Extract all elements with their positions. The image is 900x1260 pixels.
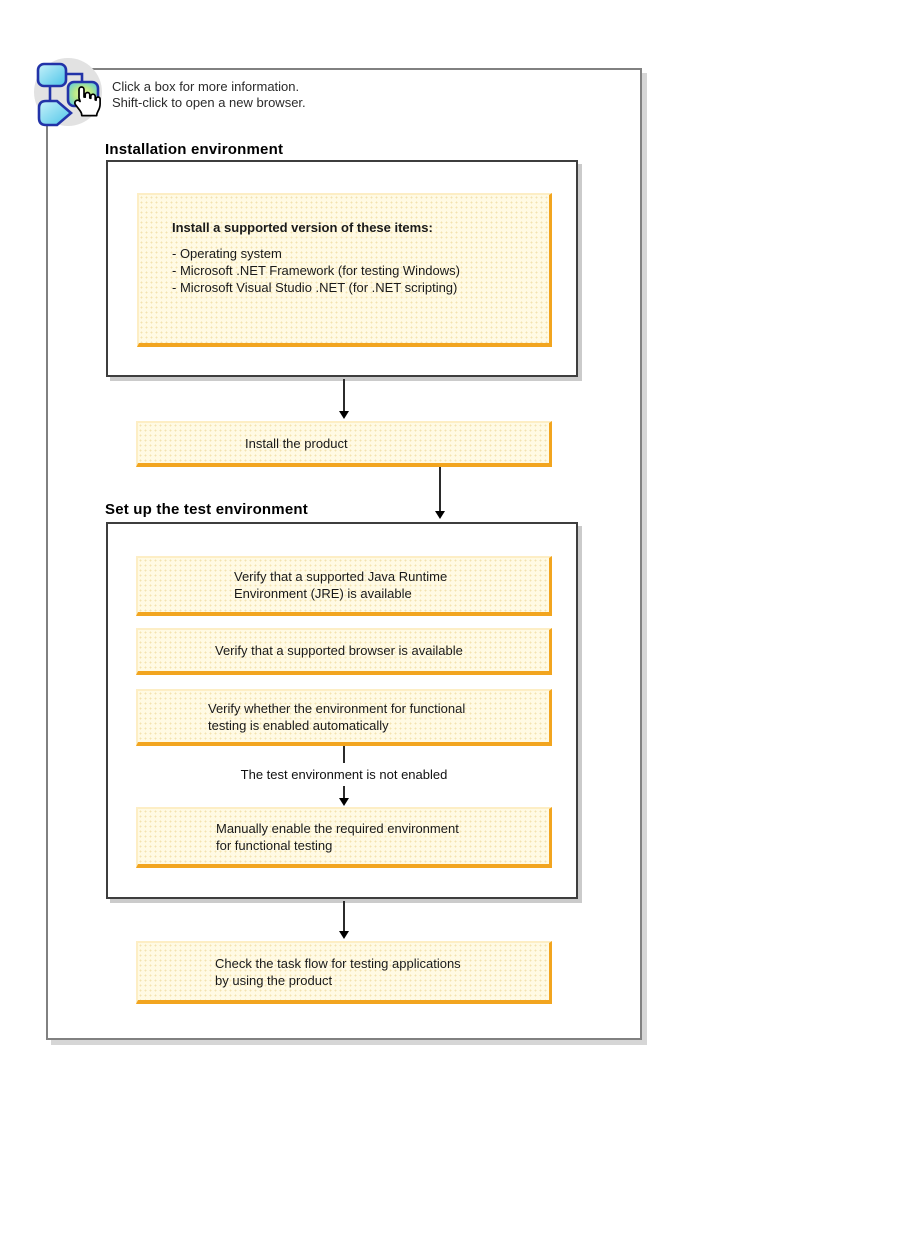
node-verify-browser[interactable]: Verify that a supported browser is avail… (136, 628, 552, 675)
icon-box-arrow (37, 99, 73, 127)
icon-connector-elbow (66, 72, 84, 83)
arrowhead-icon (435, 511, 445, 519)
node-install-product[interactable]: Install the product (136, 421, 552, 467)
node-install-prerequisites[interactable]: Install a supported version of these ite… (137, 193, 552, 347)
node-label-line: Verify that a supported Java Runtime (234, 569, 448, 584)
node-label-line: Verify whether the environment for funct… (208, 700, 466, 716)
connector-line-install-to-setup (439, 467, 441, 512)
connector-line-condition-bottom (343, 786, 345, 799)
intro-line-2: Shift-click to open a new browser. (112, 95, 306, 110)
intro-line-1: Click a box for more information. (112, 79, 300, 94)
node-label-line: for functional testing (216, 837, 333, 853)
node-verify-enablement[interactable]: Verify whether the environment for funct… (136, 689, 552, 746)
connector-line-setup-to-check (343, 901, 345, 932)
condition-label-not-enabled: The test environment is not enabled (240, 767, 448, 782)
node-label-line: Manually enable the required environment (216, 820, 459, 836)
node-label-line: Environment (JRE) is available (234, 586, 412, 601)
hand-cursor-icon (73, 86, 101, 117)
clickable-taskflow-hand-icon (34, 58, 102, 127)
node-check-taskflow[interactable]: Check the task flow for testing applicat… (136, 941, 552, 1004)
section-title-setup: Set up the test environment (105, 501, 308, 518)
arrowhead-icon (339, 798, 349, 806)
section-title-installation: Installation environment (105, 141, 284, 158)
prerequisites-title: Install a supported version of these ite… (172, 220, 433, 235)
prerequisite-item: - Operating system (172, 246, 282, 261)
prerequisite-item: - Microsoft .NET Framework (for testing … (172, 263, 460, 278)
node-label-line: Check the task flow for testing applicat… (215, 955, 461, 971)
node-label: Verify that a supported browser is avail… (215, 643, 463, 658)
icon-box-top (36, 62, 68, 88)
node-label-line: by using the product (215, 972, 333, 988)
node-manual-enable[interactable]: Manually enable the required environment… (136, 807, 552, 868)
intro-instructions: Click a box for more information. Shift-… (112, 79, 306, 111)
arrowhead-icon (339, 411, 349, 419)
connector-line-prereq-to-install (343, 379, 345, 412)
connector-line-condition-top (343, 746, 345, 763)
node-label-line: testing is enabled automatically (208, 717, 389, 733)
arrowhead-icon (339, 931, 349, 939)
prerequisite-item: - Microsoft Visual Studio .NET (for .NET… (172, 280, 458, 295)
node-label: Install the product (245, 435, 348, 451)
node-verify-jre[interactable]: Verify that a supported Java Runtime Env… (136, 556, 552, 616)
